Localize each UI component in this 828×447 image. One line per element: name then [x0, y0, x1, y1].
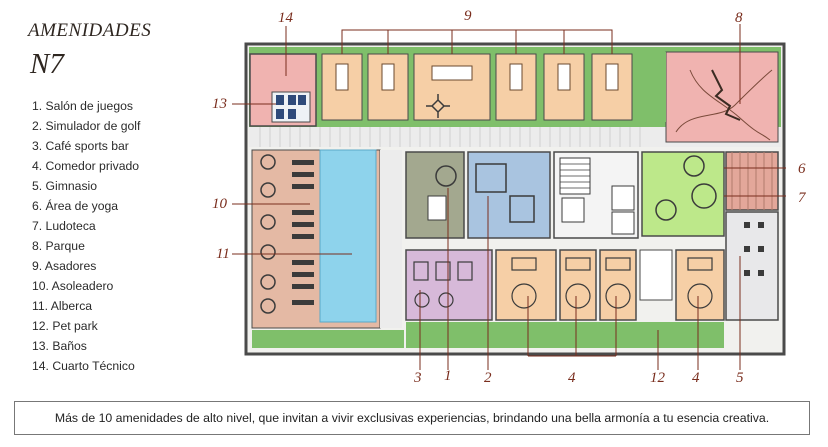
corridor-stripes [259, 127, 641, 147]
callout-13: 13 [212, 96, 227, 112]
legend-item: 12. Pet park [32, 319, 98, 333]
legend-item: 10. Asoleadero [32, 279, 114, 293]
pool-walkway [380, 150, 402, 328]
game-table-icon [435, 165, 457, 187]
toilet-icon [288, 95, 296, 105]
callout-1: 1 [444, 368, 452, 384]
legend-item: 13. Baños [32, 339, 87, 353]
elevator-icon [611, 185, 635, 211]
golf-simulator-room [467, 151, 551, 239]
deck-tables [260, 154, 276, 314]
legend-item: 9. Asadores [32, 259, 97, 273]
callout-10: 10 [212, 196, 228, 212]
callout-2: 2 [484, 370, 492, 386]
toilet-icon [288, 109, 296, 119]
callout-14: 14 [278, 10, 294, 26]
yoga-area [725, 151, 779, 211]
gym-equipment [744, 222, 764, 276]
elevator-icon [611, 211, 635, 235]
plant-icon [426, 94, 450, 118]
top-corridor [249, 127, 781, 147]
callout-6: 6 [798, 161, 806, 177]
legend-item: 11. Alberca [32, 299, 93, 313]
kids-room [641, 151, 725, 237]
legend-item: 5. Gimnasio [32, 179, 98, 193]
floor-plan: 14 9 8 13 10 11 6 7 3 1 2 4 12 4 5 [212, 8, 807, 386]
callout-3: 3 [413, 370, 422, 386]
toilet-icon [276, 95, 284, 105]
legend-item: 4. Comedor privado [32, 159, 140, 173]
swimming-pool [319, 149, 377, 323]
callout-4: 4 [692, 370, 700, 386]
legend-item: 8. Parque [32, 239, 85, 253]
legend-item: 14. Cuarto Técnico [32, 359, 135, 373]
game-room [405, 151, 465, 239]
playground-icon [711, 69, 741, 121]
callout-4: 4 [568, 370, 576, 386]
grill-tables [335, 63, 619, 91]
pool-table-icon [427, 195, 447, 221]
footer-caption: Más de 10 amenidades de alto nivel, que … [14, 401, 810, 435]
level-label: N7 [30, 48, 64, 80]
simulator-screen-icon [475, 163, 507, 193]
restrooms-block [639, 249, 673, 301]
callout-9: 9 [464, 8, 472, 24]
legend-item: 2. Simulador de golf [32, 119, 141, 133]
legend-item: 1. Salón de juegos [32, 99, 133, 113]
callout-11: 11 [216, 246, 230, 262]
page-title: AMENIDADES [28, 20, 152, 41]
toilet-icon [298, 95, 306, 105]
pet-park [406, 322, 724, 348]
legend-item: 3. Café sports bar [32, 139, 129, 153]
sports-bar [405, 249, 493, 321]
callout-5: 5 [736, 370, 744, 386]
toilet-icon [276, 109, 284, 119]
legend-item: 7. Ludoteca [32, 219, 96, 233]
private-dining-rooms [495, 249, 725, 321]
callout-12: 12 [650, 370, 666, 386]
park-lawn [640, 52, 666, 122]
gym [725, 211, 779, 321]
callout-7: 7 [798, 190, 807, 206]
elevator-icon [561, 197, 585, 223]
legend-item: 6. Área de yoga [32, 199, 119, 213]
callout-8: 8 [735, 10, 743, 26]
sun-loungers [292, 160, 314, 305]
amenities-legend: 1. Salón de juegos 2. Simulador de golf … [32, 96, 140, 376]
lower-lawn [252, 330, 404, 348]
park-area [665, 51, 779, 143]
seating-icon [509, 195, 535, 223]
